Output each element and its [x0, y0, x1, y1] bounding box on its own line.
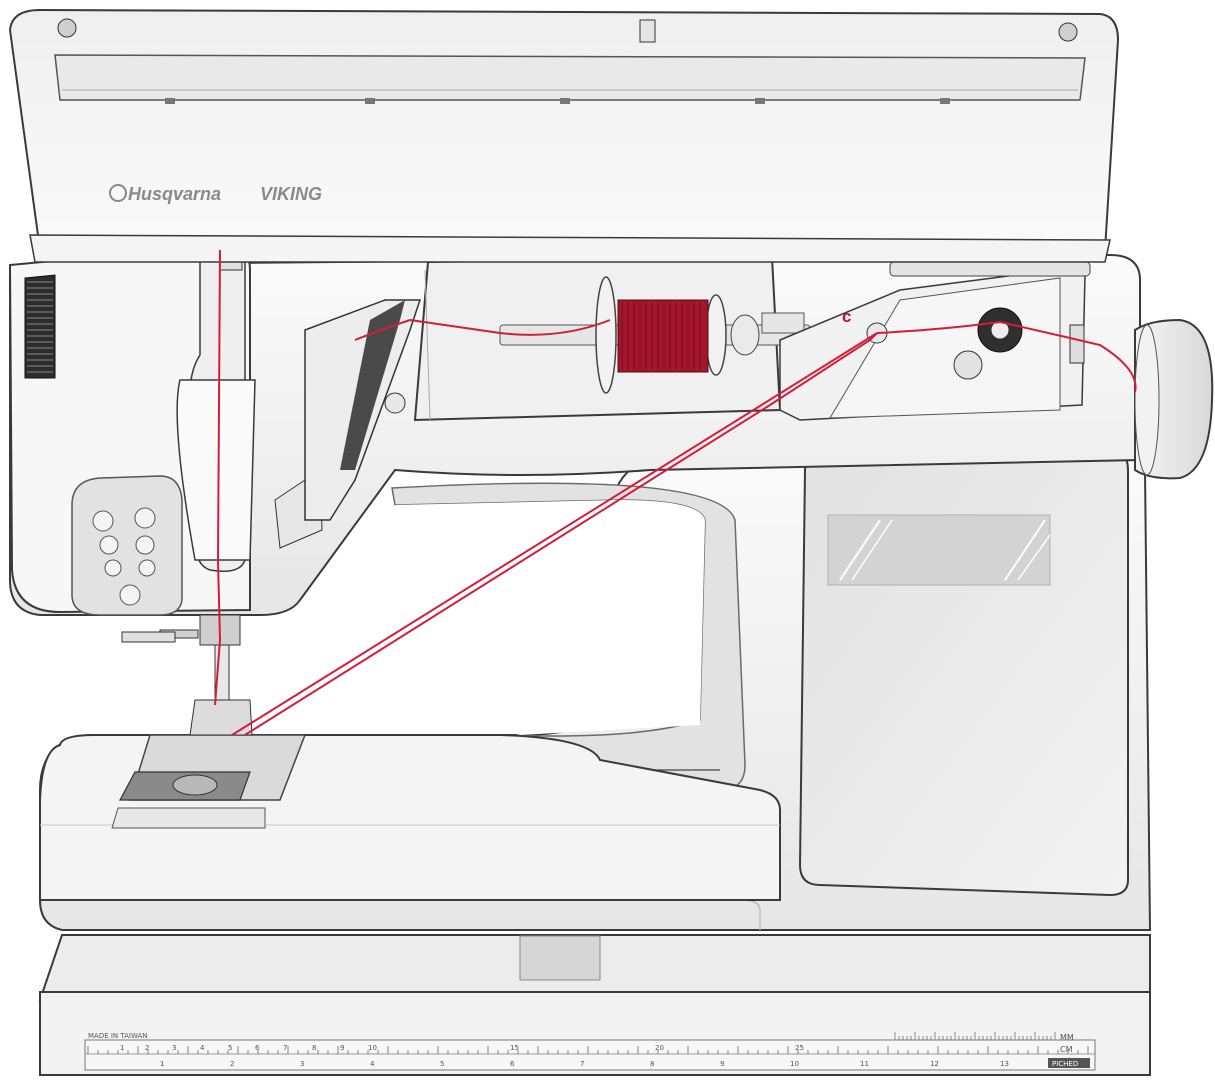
take-up-slot — [304, 299, 422, 521]
needle-assembly — [121, 614, 253, 736]
ruler-cm-label: 13 — [1000, 1060, 1009, 1068]
upper-thread-path — [214, 249, 1137, 736]
thread-segment-to-bobbin-winder — [876, 320, 1137, 393]
needle-up-down-button[interactable] — [92, 510, 114, 532]
tie-off-button[interactable] — [99, 535, 119, 555]
ruler-mm-label: 25 — [795, 1044, 804, 1052]
callout-label-c: c — [842, 307, 851, 326]
ruler-unit-mm: MM — [1060, 1033, 1074, 1042]
top-lid[interactable] — [8, 8, 1120, 263]
stitch-width-dial[interactable] — [24, 274, 56, 379]
needle-plate — [111, 734, 307, 829]
ruler-mm-label: 9 — [340, 1044, 344, 1052]
ruler-mm-label: 20 — [655, 1044, 664, 1052]
ruler-top-label: MADE IN TAIWAN — [88, 1032, 148, 1040]
machine-head — [8, 239, 256, 614]
ruler-cm-label: 3 — [300, 1060, 304, 1068]
dial-ridges — [27, 281, 53, 373]
ruler-cm-label: 9 — [720, 1060, 724, 1068]
ruler-mm-label: 5 — [228, 1044, 232, 1052]
ruler-mm-label: 15 — [510, 1044, 519, 1052]
reverse-button[interactable] — [134, 507, 156, 529]
ruler-cm-label: 6 — [510, 1060, 515, 1068]
thread-segment-spool-to-guide — [409, 319, 611, 336]
ruler-mm-label: 1 — [120, 1044, 124, 1052]
thread-segment-guide-to-needle — [244, 404, 771, 736]
function-button-panel — [71, 475, 183, 616]
ruler-mm-label: 4 — [200, 1044, 205, 1052]
brand-logo: Husqvarna VIKING — [109, 184, 322, 204]
thread-segment-diagonal-to-needle — [231, 332, 878, 736]
ruler-cm-label: 12 — [930, 1060, 939, 1068]
ruler-mm-label: 10 — [368, 1044, 377, 1052]
brand-name-husqvarna: Husqvarna — [128, 184, 221, 204]
ruler-mm-label: 3 — [172, 1044, 176, 1052]
start-stop-button[interactable] — [119, 584, 141, 606]
ruler-cm-label: 11 — [860, 1060, 869, 1068]
ruler-cm-label: 2 — [230, 1060, 234, 1068]
thread-snips-button[interactable] — [104, 559, 122, 577]
ruler-mm-label: 6 — [255, 1044, 260, 1052]
ruler-cm-label: 10 — [790, 1060, 799, 1068]
ruler-ticks — [87, 1046, 1089, 1054]
ruler-cm-label: 4 — [370, 1060, 375, 1068]
bobbin-winder-area — [779, 261, 1091, 421]
handwheel[interactable] — [1134, 318, 1214, 480]
ruler-mm-labels: 1 2 3 4 5 6 7 8 9 10 15 20 25 — [120, 1044, 804, 1052]
thread-segment-guide-down — [354, 319, 411, 341]
brand-name-viking: VIKING — [260, 184, 322, 204]
ruler-cm-label: 8 — [650, 1060, 654, 1068]
ruler-mm-label: 2 — [145, 1044, 149, 1052]
thread-spool — [617, 299, 709, 373]
lid-pins — [165, 98, 950, 104]
ruler-cm-label: 1 — [160, 1060, 164, 1068]
stop-button[interactable] — [135, 535, 155, 555]
thread-segment-needle-vertical — [214, 249, 222, 706]
ruler-right-tag: PICHED — [1052, 1060, 1078, 1068]
speed-button[interactable] — [138, 559, 156, 577]
ruler-cm-label: 5 — [440, 1060, 444, 1068]
spool-windings — [621, 302, 701, 370]
pillar-display — [798, 448, 1129, 897]
mini-scale — [894, 1032, 1056, 1040]
ruler-unit-cm: CM — [1060, 1045, 1073, 1054]
ruler-mm-label: 7 — [283, 1044, 287, 1052]
ruler-cm-label: 7 — [580, 1060, 584, 1068]
spool-compartment — [413, 255, 811, 422]
ruler-mm-label: 8 — [312, 1044, 316, 1052]
